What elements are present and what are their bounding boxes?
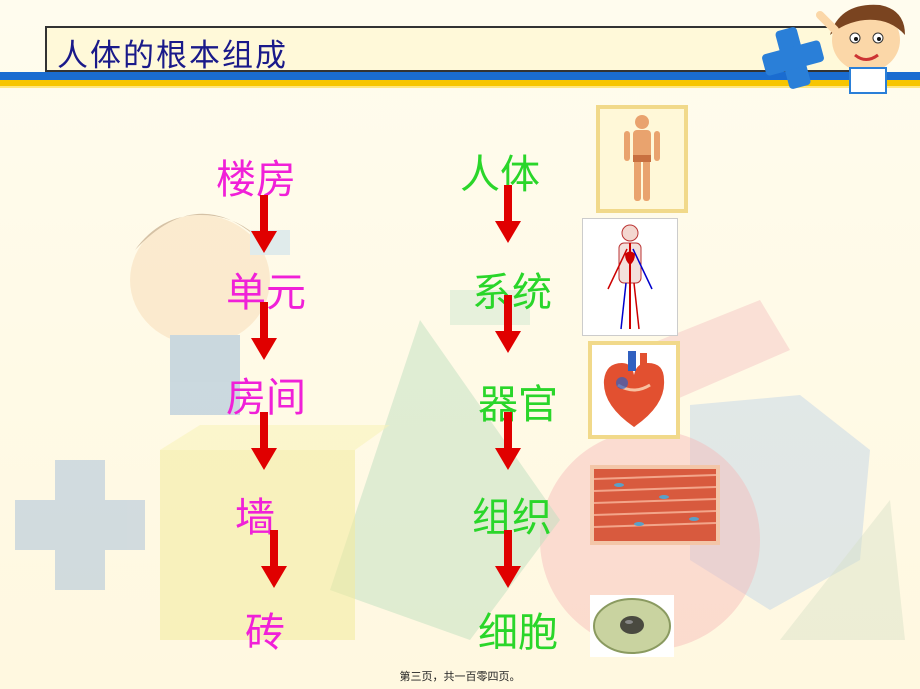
triangle-shape [780, 500, 905, 640]
cube-top [160, 425, 390, 450]
muscle-tissue-picture [590, 465, 720, 545]
human-body-icon [624, 115, 660, 201]
arrow-down-icon [251, 195, 277, 253]
title-box: 人体的根本组成 [45, 26, 855, 74]
small-box-shape [450, 290, 530, 325]
circulatory-system-picture [582, 218, 678, 336]
boy-figure-faint [130, 213, 290, 415]
blue-cross-icon [762, 27, 824, 89]
arrow-down-icon [495, 412, 521, 470]
cube-front [160, 450, 355, 640]
mascot-boy [762, 4, 905, 94]
right-label-cell: 细胞 [478, 610, 558, 656]
muscle-tissue-icon [593, 469, 717, 541]
hexagon-shape [690, 395, 870, 610]
arrow-down-icon [495, 295, 521, 353]
arrow-down-icon [261, 530, 287, 588]
page-footer: 第三页，共一百零四页。 [399, 670, 521, 683]
cell-picture [590, 595, 674, 657]
heart-picture [588, 341, 680, 439]
left-label-brick: 砖 [245, 610, 285, 656]
cell-icon [593, 598, 671, 654]
arrow-down-icon [251, 412, 277, 470]
circulatory-system-icon [607, 224, 653, 330]
left-label-building: 楼房 [216, 157, 296, 203]
prism-shape [330, 320, 560, 640]
arrow-down-icon [251, 302, 277, 360]
right-label-human-body: 人体 [460, 152, 540, 198]
title-stripe-thin [0, 86, 920, 88]
arrow-down-icon [495, 530, 521, 588]
right-label-organ: 器官 [478, 382, 558, 428]
human-body-picture [596, 105, 688, 213]
left-label-wall: 墙 [235, 495, 275, 541]
title-stripe-blue [0, 72, 920, 80]
cross-shape-left [15, 460, 145, 590]
page-title: 人体的根本组成 [57, 38, 288, 74]
title-stripe-yellow [0, 80, 920, 86]
arrow-down-icon [495, 185, 521, 243]
heart-icon [603, 351, 665, 427]
